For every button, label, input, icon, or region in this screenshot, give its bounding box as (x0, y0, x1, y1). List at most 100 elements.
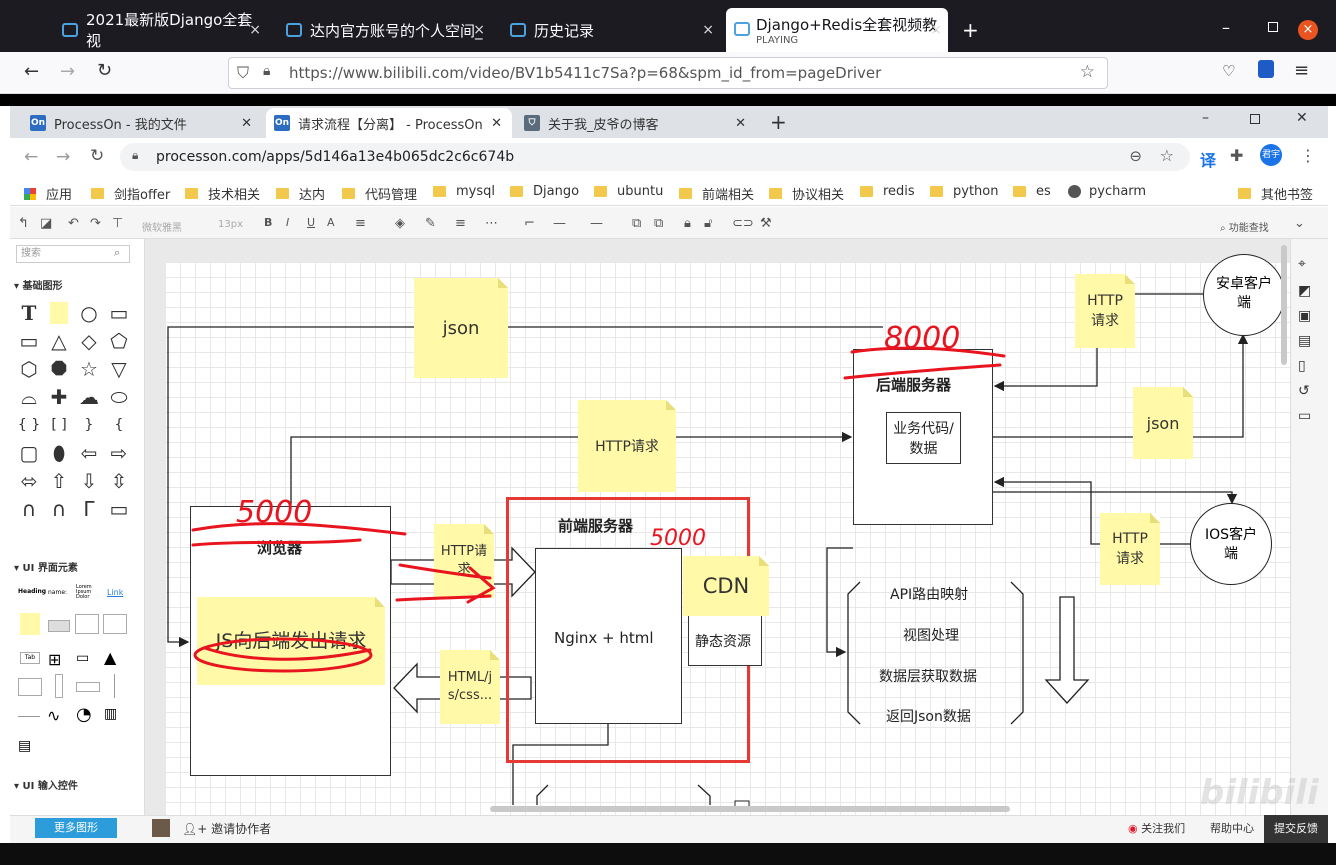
extensions-puzzle-icon[interactable]: ✚ (1230, 146, 1244, 165)
ui-heading-shape[interactable]: Heading (18, 588, 47, 595)
right-arrow-shape[interactable]: ⇨ (110, 441, 128, 465)
section-ui-elements[interactable]: ▾ UI 界面元素 (14, 563, 78, 574)
u-arrow-shape[interactable]: ∩ (21, 497, 37, 521)
minimize-button[interactable]: – (1222, 18, 1230, 37)
lock-icon[interactable]: 🔒︎ (684, 216, 691, 231)
html-js-css-note[interactable]: HTML/js/css... (440, 650, 500, 724)
ff-tab-2[interactable]: 达内官方账号的个人空间_ × (276, 8, 491, 52)
line-width-icon[interactable]: ≡ (455, 216, 466, 231)
zoom-icon[interactable]: ⊖ (1129, 147, 1142, 165)
bookmark-item[interactable]: python (930, 184, 998, 199)
cloud-shape[interactable]: ☁ (79, 385, 99, 409)
ui-bar-chart-shape[interactable]: ▥ (104, 706, 118, 722)
nginx-box[interactable]: Nginx + html (535, 548, 682, 724)
invite-collaborator-button[interactable]: 👤︎+ 邀请协作者 (182, 822, 272, 836)
ui-dialog-shape[interactable] (103, 614, 127, 634)
bookmark-item[interactable]: mysql (433, 184, 495, 199)
shield-shape[interactable]: ⬮ (52, 441, 66, 465)
bold-icon[interactable]: B (264, 216, 273, 229)
ellipse-shape[interactable]: ⬭ (110, 385, 128, 409)
round-rect-shape[interactable]: ▢ (19, 441, 39, 465)
diamond-shape[interactable]: ◇ (81, 329, 97, 353)
backend-server-box[interactable]: 后端服务器 业务代码/数据 (853, 349, 993, 525)
ui-scrollbar-shape[interactable] (55, 674, 63, 698)
reload-icon[interactable]: ↻ (90, 146, 105, 166)
http-request-note-android[interactable]: HTTP请求 (1075, 274, 1135, 348)
pocket-icon[interactable]: ♡ (1222, 62, 1236, 80)
search-icon[interactable]: ⌕ (114, 246, 121, 259)
font-family-select[interactable]: 微软雅黑 (142, 223, 182, 234)
json-note-right[interactable]: json (1133, 387, 1193, 459)
bookmark-star-icon[interactable]: ☆ (1159, 146, 1174, 165)
close-icon[interactable]: ✕ (491, 115, 502, 131)
inverted-triangle-shape[interactable]: ▽ (111, 357, 127, 381)
http-request-note-small[interactable]: HTTP请求 (434, 524, 494, 598)
ui-hslider-shape[interactable] (76, 682, 100, 692)
video-progress-bar[interactable] (0, 843, 1336, 865)
ui-hbar-chart-shape[interactable]: ▤ (18, 738, 32, 754)
new-tab-button[interactable]: + (770, 110, 787, 134)
hexagon-shape[interactable]: ⬡ (20, 357, 38, 381)
bookmark-item[interactable]: 技术相关 (185, 184, 260, 203)
close-icon[interactable]: ✕ (241, 115, 252, 131)
shield-icon[interactable]: ⛉ (237, 63, 250, 82)
menu-icon[interactable]: ≡ (1294, 60, 1310, 81)
bookmark-apps[interactable]: 应用 (24, 184, 72, 203)
history-icon[interactable]: ↺ (1298, 383, 1310, 399)
maximize-button[interactable] (1268, 22, 1278, 32)
flag-shape[interactable]: ⌓ (21, 385, 37, 409)
json-note-top[interactable]: json (414, 278, 508, 378)
star-shape[interactable]: ☆ (80, 357, 98, 381)
follow-us-button[interactable]: ◉ 关注我们 (1128, 820, 1185, 836)
bookmark-item[interactable]: es (1013, 184, 1051, 199)
horizontal-scrollbar[interactable] (490, 806, 1010, 812)
section-basic-shapes[interactable]: ▾ 基础图形 (14, 281, 63, 292)
ui-tab-shape[interactable]: Tab (20, 652, 40, 664)
triangle-shape[interactable]: △ (51, 329, 67, 353)
firefox-url-bar[interactable]: ⛉ 🔒︎ https://www.bilibili.com/video/BV1b… (228, 57, 1108, 89)
chrome-tab-1[interactable]: On ProcessOn - 我的文件 ✕ (22, 108, 262, 138)
format-painter-icon[interactable]: ◪ (40, 216, 53, 231)
vertical-scrollbar[interactable] (1281, 245, 1287, 365)
minimize-button[interactable]: – (1202, 110, 1209, 126)
bookmark-item[interactable]: 前端相关 (679, 184, 754, 203)
collapse-chevron-icon[interactable]: ⌄ (1294, 216, 1305, 231)
loop-arrow-shape[interactable]: ∩ (51, 497, 67, 521)
brush-icon[interactable]: ⊤ (112, 216, 124, 231)
ui-pie-chart-shape[interactable]: ◔ (76, 704, 92, 725)
rounded-rect-shape[interactable]: ▭ (19, 329, 39, 353)
close-window-button[interactable]: ✕ (1296, 110, 1308, 126)
redo-icon[interactable]: ↷ (90, 216, 101, 231)
octagon-shape[interactable]: ⯃ (51, 357, 67, 381)
circle-shape[interactable]: ○ (80, 301, 98, 325)
business-code-box[interactable]: 业务代码/数据 (886, 412, 961, 464)
undo-back-icon[interactable]: ↰ (18, 216, 29, 231)
back-arrow-icon[interactable]: ← (24, 147, 39, 167)
http-request-note-ios[interactable]: HTTP请求 (1100, 513, 1160, 585)
close-icon[interactable]: ✕ (735, 115, 746, 131)
section-ui-inputs[interactable]: ▾ UI 输入控件 (14, 781, 78, 792)
rect-shape[interactable]: ▭ (109, 301, 129, 325)
vertical-double-arrow-shape[interactable]: ⇳ (110, 469, 128, 493)
close-icon[interactable]: × (702, 22, 714, 38)
ios-client-node[interactable]: IOS客户端 (1190, 503, 1272, 585)
connector-icon[interactable]: ⌐ (524, 216, 535, 231)
chrome-tab-2-active[interactable]: On 请求流程【分离】 - ProcessOn ✕ (266, 108, 512, 138)
bracket-shape[interactable]: [ ] (51, 417, 67, 433)
align-icon[interactable]: ≡ (355, 216, 366, 231)
style-icon[interactable]: ◩ (1298, 283, 1312, 299)
unlock-icon[interactable]: 🔓︎ (704, 216, 713, 231)
back-icon[interactable]: ⧉ (654, 216, 664, 231)
ff-tab-3[interactable]: 历史记录 × (500, 8, 720, 52)
page-icon[interactable]: ▯ (1298, 358, 1306, 374)
left-arrow-shape[interactable]: ⇦ (80, 441, 98, 465)
ui-table-shape[interactable]: ⊞ (48, 650, 62, 669)
ui-note-shape[interactable] (20, 613, 40, 635)
close-window-button[interactable]: × (1298, 20, 1318, 40)
right-brace-shape[interactable]: } (84, 417, 94, 433)
undo-icon[interactable]: ↶ (68, 216, 79, 231)
reload-icon[interactable]: ↻ (97, 60, 113, 81)
link-icon[interactable]: ⊂⊃ (732, 216, 754, 231)
corner-shape[interactable]: Γ (83, 497, 95, 521)
ui-lorem-shape[interactable]: Lorem Ipsum Dolor (76, 584, 92, 600)
